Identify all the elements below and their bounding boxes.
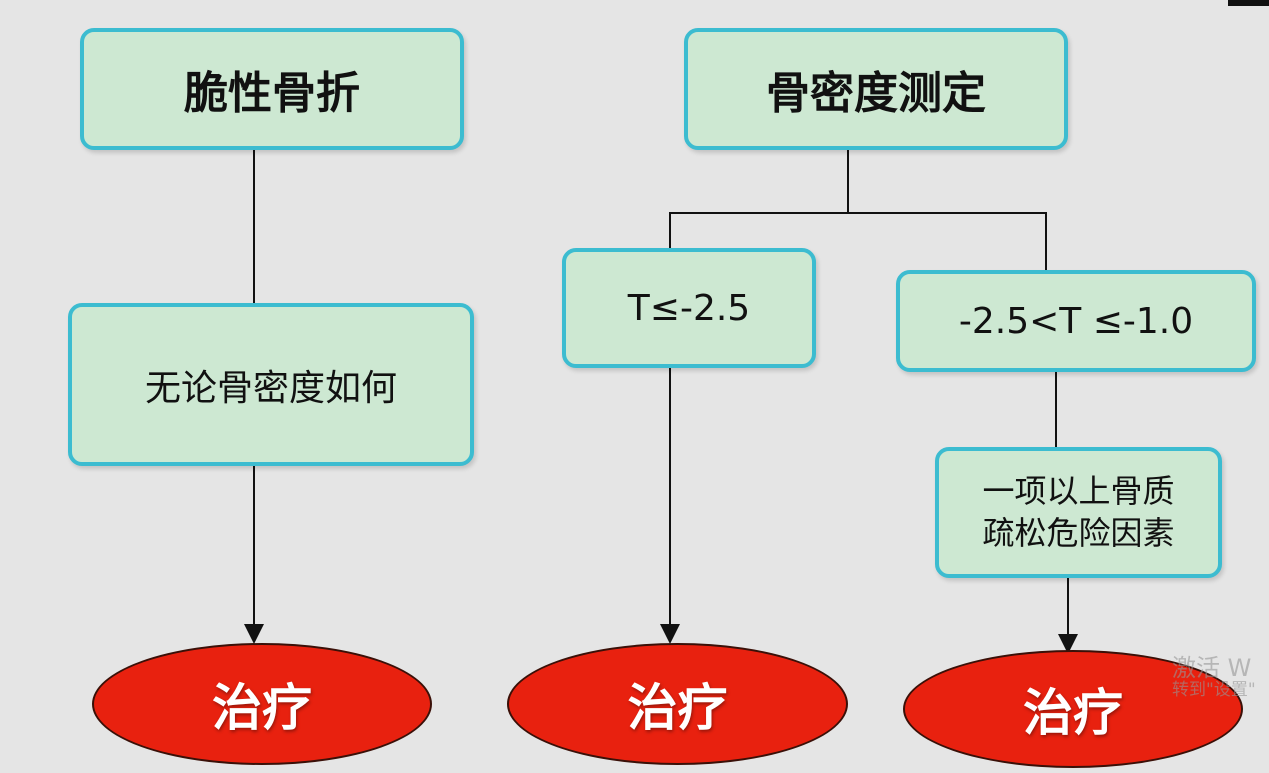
node-fragility-fracture: 脆性骨折 [80, 28, 464, 150]
node-label: T≤-2.5 [627, 287, 751, 329]
node-t-le-2-5: T≤-2.5 [562, 248, 816, 368]
node-t-between: -2.5<T ≤-1.0 [896, 270, 1256, 372]
node-label: 治疗 [212, 679, 312, 737]
node-label: 治疗 [1023, 684, 1123, 742]
node-risk-factors: 一项以上骨质 疏松危险因素 [935, 447, 1222, 578]
node-label: 骨密度测定 [766, 68, 986, 119]
node-label-line1: 一项以上骨质 [982, 471, 1175, 510]
watermark-line1: 激活 W [1172, 654, 1252, 682]
node-regardless-bmd: 无论骨密度如何 [68, 303, 474, 466]
node-label-line2: 疏松危险因素 [982, 513, 1175, 552]
node-label: 治疗 [627, 679, 728, 737]
corner-bar [1228, 0, 1269, 6]
node-bmd-test: 骨密度测定 [684, 28, 1068, 150]
outcome-treatment-right: 治疗 [903, 650, 1243, 768]
connector-horizontal [669, 212, 1047, 270]
outcome-treatment-left: 治疗 [92, 643, 432, 765]
node-label: -2.5<T ≤-1.0 [958, 300, 1194, 342]
node-label: 无论骨密度如何 [144, 367, 397, 409]
watermark-line2: 转到"设置" [1172, 680, 1256, 701]
outcome-treatment-middle: 治疗 [507, 643, 848, 765]
node-label: 脆性骨折 [184, 68, 360, 119]
activation-watermark: 激活 W 转到"设置" [1172, 655, 1256, 700]
